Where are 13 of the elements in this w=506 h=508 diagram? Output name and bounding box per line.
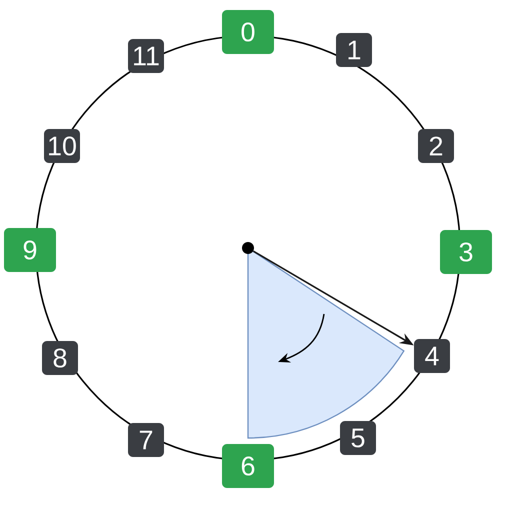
number-box: 3 — [440, 230, 492, 274]
number-box: 6 — [222, 444, 274, 488]
number-box: 7 — [128, 423, 164, 457]
number-box: 1 — [336, 33, 372, 67]
number-box: 5 — [340, 421, 376, 455]
number-box: 2 — [418, 129, 454, 163]
number-box: 9 — [4, 228, 56, 272]
number-box: 10 — [44, 129, 80, 163]
number-box: 4 — [414, 339, 450, 373]
number-box: 0 — [222, 10, 274, 54]
number-box: 8 — [42, 341, 78, 375]
number-box: 11 — [128, 39, 164, 73]
center-dot — [242, 242, 254, 254]
